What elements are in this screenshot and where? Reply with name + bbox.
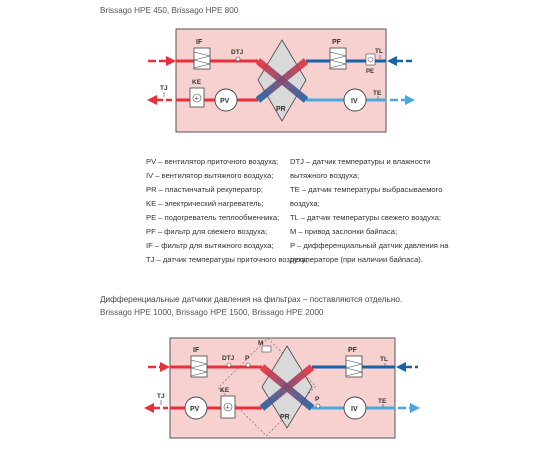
tj-label: TJ <box>160 85 168 92</box>
recuperator-pr: PR <box>255 39 309 122</box>
dtj-label: DTJ <box>222 355 235 362</box>
legend-item: IV – вентилятор вытяжного воздуха; <box>146 171 274 180</box>
diagram-2: PR M IF DTJ P TJ PV <box>144 337 420 439</box>
legend-right: DTJ – датчик температуры и влажности выт… <box>290 155 448 267</box>
sensor-tj: TJ <box>157 393 165 405</box>
legend-left: PV – вентилятор приточного воздуха; IV –… <box>146 155 308 267</box>
ke-label: KE <box>220 387 230 394</box>
inlet-arrow-extract <box>148 56 176 66</box>
damper-actuator-m: M <box>258 340 272 353</box>
sensor-tj: TJ <box>160 85 168 97</box>
pressure-sensor-p: P <box>245 355 251 368</box>
filter-pf: PF <box>345 347 363 378</box>
legend-item: PV – вентилятор приточного воздуха; <box>146 157 279 166</box>
tj-label: TJ <box>157 393 165 400</box>
sensor-te: TE <box>378 398 387 407</box>
sensor-tl: TL <box>375 48 383 59</box>
sensor-dtj: DTJ <box>231 49 244 62</box>
legend-item: воздуха; <box>290 199 320 208</box>
legend-item: TJ – датчик температуры приточного возду… <box>146 255 309 264</box>
pf-label: PF <box>332 39 342 46</box>
svg-text:+: + <box>195 96 199 103</box>
fan-iv: IV <box>343 396 367 420</box>
tl-label: TL <box>375 48 383 55</box>
heater-ke: + KE <box>220 387 236 419</box>
iv-label: IV <box>351 406 358 413</box>
te-label: TE <box>373 90 382 97</box>
outlet-arrow-supply <box>147 95 172 105</box>
legend-item: рекуператоре (при наличии байпаса). <box>290 255 423 264</box>
svg-text:+: + <box>226 405 230 412</box>
tl-label: TL <box>380 356 388 363</box>
te-label: TE <box>378 398 387 405</box>
fan-iv: IV <box>343 88 367 112</box>
iv-label: IV <box>351 98 358 105</box>
filter-if: IF <box>190 347 208 378</box>
legend-item: PR – пластинчатый рекуператор; <box>146 185 263 194</box>
outlet-arrow-exhaust <box>390 95 415 105</box>
heater-ke: + KE <box>189 79 205 108</box>
sensor-tl: TL <box>380 356 388 366</box>
note-filter-sensors: Дифференциальные датчики давления на фил… <box>100 295 403 304</box>
inlet-arrow-fresh <box>387 56 412 66</box>
if-label: IF <box>196 39 203 46</box>
p2-label: P <box>315 396 320 403</box>
legend-item: M – привод заслонки байпаса; <box>290 227 398 236</box>
pf-label: PF <box>348 347 358 354</box>
pv-label: PV <box>220 98 230 105</box>
m-label: M <box>258 340 263 347</box>
recuperator-pr: PR <box>259 345 315 429</box>
sensor-te: TE <box>373 90 382 99</box>
outlet-arrow-exhaust <box>398 403 420 413</box>
legend-item: TE – датчик температуры выбрасываемого <box>290 185 443 194</box>
preheater-pe: PE <box>365 53 376 75</box>
fan-pv: PV <box>184 396 208 420</box>
legend-item: PF – фильтр для свежего воздуха; <box>146 227 268 236</box>
p1-label: P <box>245 355 250 362</box>
outlet-arrow-supply <box>144 403 168 413</box>
legend-item: DTJ – датчик температуры и влажности <box>290 157 431 166</box>
header-hpe-450-800: Brissago HPE 450, Brissago HPE 800 <box>100 6 239 15</box>
sensor-dtj: DTJ <box>222 355 235 368</box>
inlet-arrow-extract <box>148 362 170 372</box>
pe-label: PE <box>366 69 374 75</box>
legend-item: PE – подогреватель теплообменника; <box>146 213 280 222</box>
header-hpe-1000-2000: Brissago HPE 1000, Brissago HPE 1500, Br… <box>100 308 324 317</box>
if-label: IF <box>193 347 200 354</box>
inlet-arrow-fresh <box>396 362 418 372</box>
legend-item: IF – фильтр для вытяжного воздуха; <box>146 241 274 250</box>
dtj-label: DTJ <box>231 49 244 56</box>
filter-if: IF <box>193 39 211 70</box>
pv-label: PV <box>190 406 200 413</box>
ke-label: KE <box>192 79 202 86</box>
legend-item: P – дифференциальный датчик давления на <box>290 241 449 250</box>
legend-item: KE – электрический нагреватель; <box>146 199 264 208</box>
filter-pf: PF <box>329 39 347 70</box>
fan-pv: PV <box>214 88 238 112</box>
pr-label: PR <box>280 414 290 421</box>
legend-item: TL – датчик температуры свежего воздуха; <box>290 213 441 222</box>
legend-item: вытяжного воздуха; <box>290 171 360 180</box>
pressure-sensor-p: P <box>315 396 321 409</box>
diagram-1: PR IF DTJ + KE TJ PV <box>147 28 415 133</box>
pr-label: PR <box>276 106 286 113</box>
